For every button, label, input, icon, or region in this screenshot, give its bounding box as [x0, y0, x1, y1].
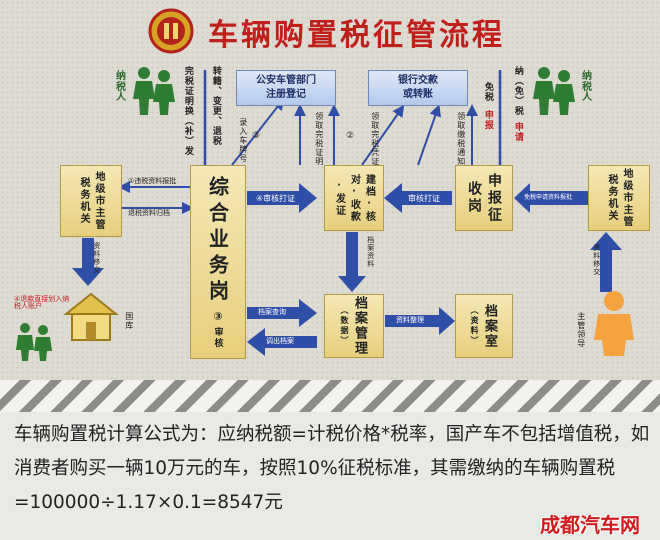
step4b-label: 审核打证 [408, 194, 440, 203]
records-in-label: 档案查询 [258, 308, 286, 316]
arrow-archive-down [338, 232, 366, 292]
exempt-report-label: 免税申请资料报批 [524, 194, 573, 201]
arrow-step4 [247, 183, 317, 213]
flow-diagram: 车辆购置税征管流程 [0, 0, 660, 392]
claim-cert-label: 领取完税证明 [314, 112, 324, 166]
taxpayer-right-icon [533, 67, 575, 115]
arrow-records-in [247, 299, 317, 327]
arrow-records-out [247, 328, 317, 356]
hazard-stripe [0, 380, 660, 412]
taxpayer-left-label: 纳 税 人 [116, 71, 126, 103]
step3-label: ③ [252, 131, 261, 141]
vehicle-admin-box: 公安车管部门 注册登记 [236, 70, 336, 106]
right-local-tax-box: 地级市主管税务机关 [588, 165, 650, 231]
site-watermark: 成都汽车网 [540, 513, 640, 537]
tax-data-in-label: ①违税资料报批 [128, 177, 177, 185]
home-label: 国库 [124, 312, 134, 330]
family-icon [16, 323, 52, 361]
arrow-supervisor-up [590, 232, 622, 292]
arrows-layer [72, 70, 622, 356]
supervisor-label: 主管领导 [576, 312, 586, 348]
claim-notice-label: 领取缴税通知 [456, 112, 466, 166]
refund-note: ④退款直接划入纳税人账户 [14, 295, 70, 311]
archive-data-label: 档案资料 [366, 236, 375, 268]
archive-mgmt-box: 档案管理 （数据） [324, 294, 384, 358]
exempt-apply-text: 申请 [512, 122, 523, 142]
exempt-suffix-text: 免税 [482, 82, 493, 102]
arrow-home-down [72, 238, 104, 286]
data-transfer-label: 资料移交 [92, 242, 101, 274]
plate-label: 录入车牌号 [238, 118, 248, 163]
treasury-home-icon [63, 292, 119, 341]
data-audit-label: 资料整理 [396, 316, 424, 324]
formula-caption: 车辆购置税计算公式为：应纳税额=计税价格*税率，国产车不包括增值税，如消费者购买… [14, 424, 650, 513]
record-num-label: ② [346, 131, 355, 141]
tax-data-out-label: 退税资料归档 [128, 209, 170, 217]
page-title: 车辆购置税征管流程 [208, 18, 505, 53]
taxpayer-left-icon [133, 67, 175, 115]
supervisor-icon [594, 291, 634, 356]
records-out-label: 调出档案 [266, 337, 294, 345]
record-box: 建档·核对·收款·发证 [324, 165, 384, 231]
claim-receipt-label: 领取完税凭证 [370, 112, 380, 166]
arrow-exempt [514, 183, 588, 213]
step4-label: ④审核打证 [256, 194, 296, 203]
taxpayer-right-label: 纳 税 人 [582, 71, 592, 103]
tax-emblem [148, 8, 194, 54]
declare-box: 申报征收岗 [455, 165, 513, 231]
exempt-prefix-text: 纳（免）税 [512, 66, 523, 116]
declare-text: 申报 [482, 110, 493, 130]
transfer-text: 转籍、变更、退税 [210, 66, 221, 146]
archive-room-box: 档案室 （资料） [455, 294, 513, 358]
left-local-tax-box: 地级市主管税务机关 [60, 165, 122, 237]
certificate-text: 完税证明换（补）发 [182, 66, 193, 156]
integrated-box: 综合业务岗 ③ 审核 [190, 165, 246, 359]
arrow-declare-record [384, 183, 452, 213]
bank-box: 银行交款 或转账 [368, 70, 468, 106]
arrow-data-audit [385, 307, 455, 335]
data-report-label: 资料移交 [592, 244, 601, 276]
